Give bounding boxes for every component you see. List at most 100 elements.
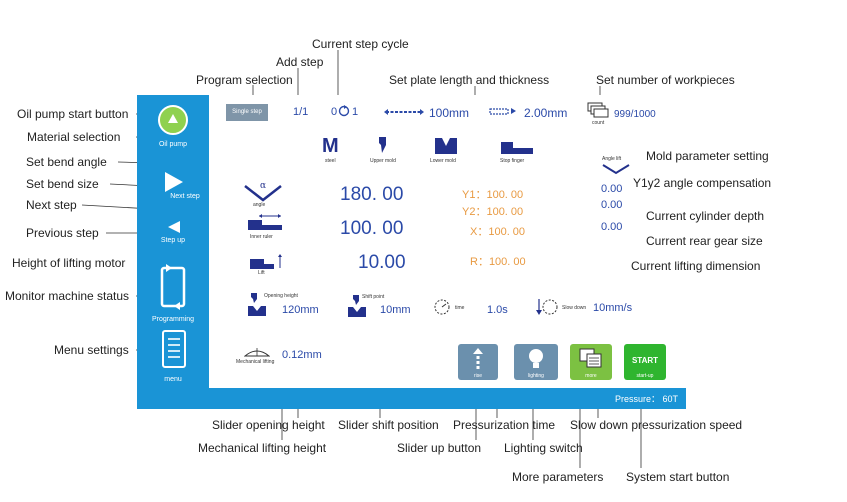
callout-more-parameters: More parameters (512, 470, 604, 484)
callout-menu-settings: Menu settings (54, 343, 129, 357)
opening-height-label: Opening height (264, 293, 298, 299)
opening-mold-icon (248, 306, 266, 316)
callout-rear-gear: Current rear gear size (646, 234, 763, 248)
light-bulb-icon (529, 349, 543, 368)
plate-thickness-icon (489, 108, 516, 115)
lift-icon (250, 254, 282, 269)
shift-point-icon (348, 295, 366, 317)
program-select-button[interactable]: Single step (226, 104, 268, 121)
slow-down-value[interactable]: 10mm/s (593, 302, 633, 314)
time-label: time (455, 305, 465, 311)
lower-mold-icon[interactable] (434, 137, 458, 155)
oil-pump-button[interactable] (156, 103, 190, 137)
mechanical-lifting-value[interactable]: 0.12mm (282, 349, 322, 361)
angle-lift-icon[interactable] (602, 163, 630, 175)
angle-lift-label: Angle lift (602, 156, 622, 162)
callout-slider-shift: Slider shift position (338, 418, 439, 432)
shift-point-value[interactable]: 10mm (380, 304, 411, 316)
y2-value: Y2：100. 00 (462, 206, 524, 218)
refresh-cycle-icon (160, 264, 186, 310)
cycle-icon (338, 105, 350, 117)
plate-length-icon (384, 109, 424, 115)
callout-mold-parameter: Mold parameter setting (646, 149, 769, 163)
menu-label: menu (164, 376, 182, 383)
bend-angle-icon: α (244, 181, 282, 202)
callout-set-bend-angle: Set bend angle (26, 155, 107, 169)
lighting-label: lighting (528, 373, 544, 379)
next-step-label: Next step (170, 193, 200, 200)
next-step-button[interactable] (163, 171, 185, 193)
time-value[interactable]: 1.0s (487, 304, 508, 316)
slider-up-button[interactable]: rise (458, 344, 498, 380)
arrow-up-icon (473, 348, 483, 369)
system-start-button[interactable]: START start-up (624, 344, 666, 380)
opening-height-value[interactable]: 120mm (282, 304, 319, 316)
y2-compensation[interactable]: 0.00 (601, 199, 623, 211)
play-right-icon (165, 172, 183, 192)
menu-list-icon (162, 330, 186, 368)
plate-thickness-value[interactable]: 2.00mm (524, 106, 568, 120)
lift-label: Lift (258, 270, 265, 276)
bend-size-value[interactable]: 100. 00 (340, 218, 404, 239)
callout-set-workpieces: Set number of workpieces (596, 73, 735, 87)
programming-button[interactable] (157, 262, 189, 312)
callout-monitor-status: Monitor machine status (5, 289, 130, 303)
angle-label: angle (253, 202, 266, 208)
y1-compensation[interactable]: 0.00 (601, 183, 623, 195)
callout-cylinder-depth: Current cylinder depth (646, 209, 765, 223)
callout-next-step: Next step (26, 198, 77, 212)
callout-set-bend-size: Set bend size (26, 177, 99, 191)
callout-lifting-dimension: Current lifting dimension (631, 259, 761, 273)
timer-icon (434, 299, 450, 315)
lighting-button[interactable]: lighting (514, 344, 558, 380)
bend-angle-value[interactable]: 180. 00 (340, 184, 404, 205)
oil-pump-icon (158, 105, 188, 135)
callout-slow-down-speed: Slow down pressurization speed (570, 418, 743, 432)
callout-slider-opening: Slider opening height (212, 418, 325, 432)
upper-mold-label: Upper mold (370, 158, 396, 164)
documents-icon (579, 348, 602, 368)
callout-height-lifting-motor: Height of lifting motor (12, 256, 126, 270)
inner-ruler-icon (248, 214, 282, 230)
oil-pump-label: Oil pump (158, 141, 187, 148)
menu-button[interactable] (161, 329, 187, 369)
svg-text:α: α (260, 181, 266, 191)
callout-current-step-cycle: Current step cycle (312, 37, 409, 51)
lift-value[interactable]: 10.00 (358, 252, 406, 273)
pressure-readout: Pressure： 60T (614, 394, 678, 404)
lower-mold-label: Lower mold (430, 158, 456, 164)
status-bar: Pressure： 60T (209, 388, 686, 409)
stop-finger-icon[interactable] (500, 141, 534, 155)
callout-pressurization-time: Pressurization time (453, 418, 556, 432)
more-parameters-button[interactable]: more (570, 344, 612, 380)
count-stack-icon (587, 102, 609, 118)
workpieces-value[interactable]: 999/1000 (614, 109, 656, 120)
count-label: count (592, 120, 605, 126)
callout-material-selection: Material selection (27, 130, 121, 144)
r-value: R：100. 00 (470, 256, 526, 268)
opening-height-icon (251, 293, 257, 303)
callout-lighting-switch: Lighting switch (504, 441, 583, 455)
start-sub-label: start-up (636, 373, 654, 379)
slow-down-label: Slow down (562, 305, 587, 311)
callout-system-start: System start button (626, 470, 730, 484)
cycle-right: 1 (352, 106, 359, 118)
callout-program-selection: Program selection (196, 73, 293, 87)
steel-label: steel (325, 158, 336, 164)
rise-label: rise (473, 373, 483, 379)
hmi-sidebar: Oil pump Next step Step up Programming m… (137, 95, 209, 409)
upper-mold-icon[interactable] (377, 135, 389, 155)
plate-length-value[interactable]: 100mm (429, 106, 470, 120)
mechanical-lifting-icon (244, 348, 270, 357)
callout-set-plate: Set plate length and thickness (389, 73, 550, 87)
x-compensation[interactable]: 0.00 (601, 221, 623, 233)
x-value: X：100. 00 (470, 226, 526, 238)
mechanical-lifting-label: Mechanical lifting (236, 359, 275, 365)
step-up-button[interactable] (167, 220, 181, 234)
callout-oil-pump: Oil pump start button (17, 107, 129, 121)
step-up-label: Step up (160, 237, 186, 244)
more-label: more (585, 373, 597, 379)
material-icon[interactable]: M (322, 135, 339, 157)
programming-label: Programming (151, 316, 194, 323)
slow-down-icon (536, 299, 558, 315)
